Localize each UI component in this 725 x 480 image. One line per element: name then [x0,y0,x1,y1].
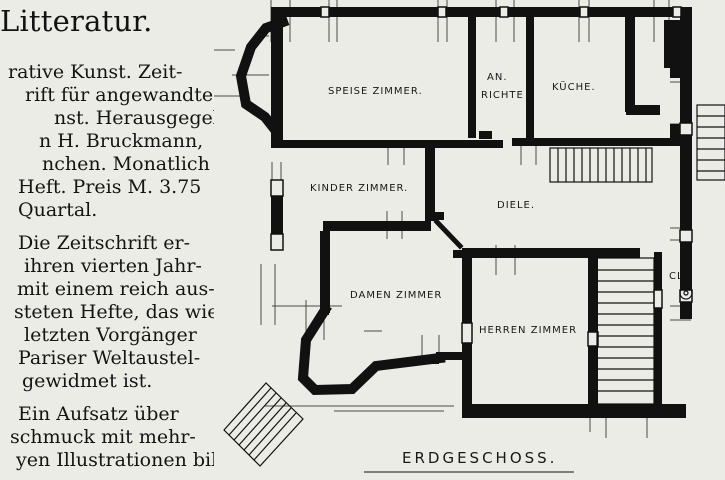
stairs-lower-right [596,257,655,405]
room-label-damen: DAMEN ZIMMER [350,290,442,301]
window-marks [270,6,693,347]
room-label-herren: HERREN ZIMMER [479,325,577,336]
text-line: ihren vierten Jahr- [24,255,202,277]
floor-caption: ERDGESCHOSS. [402,449,557,467]
room-label-anrichte-bottom: RICHTE [481,90,524,101]
room-label-diele: DIELE. [497,200,535,211]
room-label-speise: SPEISE ZIMMER. [328,86,423,97]
room-label-cl: CL. [669,271,688,282]
text-line: mit einem reich aus- [17,278,214,300]
text-line: Ein Aufsatz über [18,403,179,425]
floorplan-drawing: SPEISE ZIMMER. AN. RICHTE KÜCHE. KINDER … [214,0,725,473]
room-label-kinder: KINDER ZIMMER. [310,183,408,194]
literature-column: Litteratur. rative Kunst. Zeit- rift für… [0,0,214,480]
room-label-kueche: KÜCHE. [552,80,596,93]
main-walls [271,7,692,418]
text-line: rative Kunst. Zeit- [8,61,183,83]
stairs-diele [549,147,653,183]
ground-floor-plan: SPEISE ZIMMER. AN. RICHTE KÜCHE. KINDER … [214,0,725,480]
text-line: steten Hefte, das wie [14,301,214,323]
text-line: schmuck mit mehr- [10,426,196,448]
text-line: Quartal. [18,199,98,221]
text-line: Heft. Preis M. 3.75 [18,176,202,198]
closet-symbol [679,286,693,300]
angled-walls [235,15,466,396]
text-line: Die Zeitschrift er- [18,232,190,254]
thin-guide-lines [214,0,691,438]
text-line: letzten Vorgänger [24,324,197,346]
text-line: nchen. Monatlich [42,153,210,175]
text-line: Pariser Weltaustel- [18,347,201,369]
section-title: Litteratur. [0,4,153,38]
small-wall-stubs [323,68,680,418]
room-label-anrichte-top: AN. [487,72,508,83]
text-line: nst. Herausgegeben [54,107,214,129]
stairs-right-edge [696,104,725,181]
text-line: yen Illustrationen bil- [16,449,214,471]
text-line: gewidmet ist. [22,370,153,392]
text-line: rift für angewandte [25,84,214,106]
text-line: n H. Bruckmann, [39,130,204,152]
stairs-entry [223,382,304,467]
